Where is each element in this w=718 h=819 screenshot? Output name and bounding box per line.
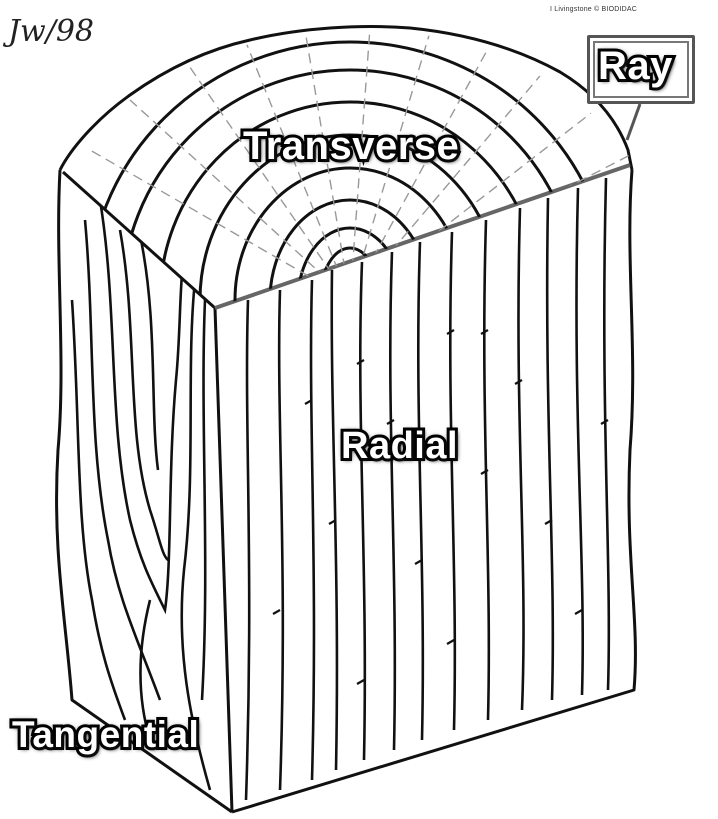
radial-label: Radial — [341, 425, 458, 468]
front-corner-edge — [215, 308, 232, 812]
transverse-label: Transverse — [243, 124, 459, 169]
ray-pointer — [627, 104, 640, 140]
artist-signature: Jw/98 — [8, 14, 94, 49]
tangential-face — [72, 200, 210, 790]
tangential-label: Tangential — [12, 714, 199, 756]
credit-text: I Livingstone © BIODIDAC — [550, 6, 637, 13]
ray-label: Ray — [598, 44, 673, 89]
